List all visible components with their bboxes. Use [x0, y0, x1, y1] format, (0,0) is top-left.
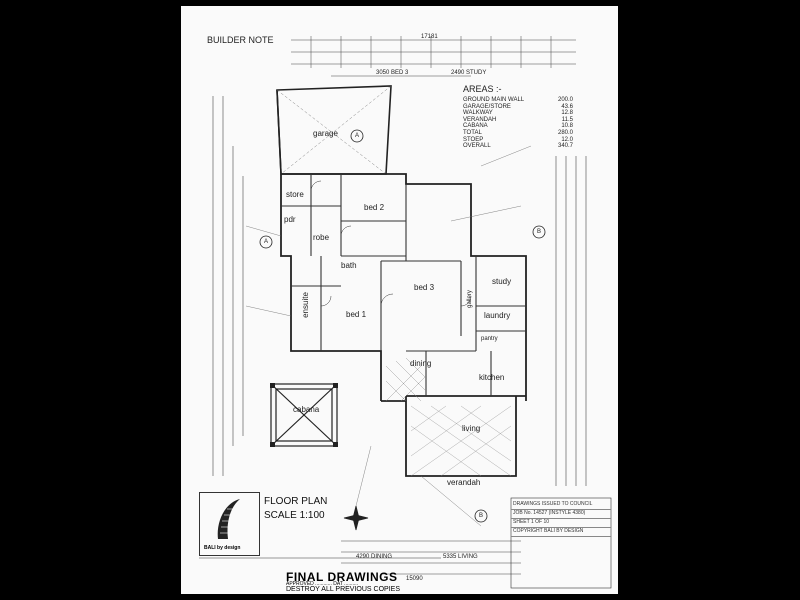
- dim-bottom-total: 15090: [406, 576, 423, 582]
- logo-name: BALI by design: [204, 545, 241, 551]
- section-marker: A: [264, 239, 269, 245]
- floor-plan-scale: SCALE 1:100: [264, 510, 325, 521]
- copyright-note: COPYRIGHT BALI BY DESIGN: [511, 528, 611, 537]
- room-verandah: verandah: [447, 478, 481, 487]
- floor-plan-drawing: [199, 36, 612, 589]
- areas-title: AREAS :-: [463, 84, 502, 94]
- room-bed1: bed 1: [346, 310, 367, 319]
- logo-mark: [217, 499, 240, 539]
- title-block: DRAWINGS ISSUED TO COUNCIL JOB No. 14527…: [511, 501, 611, 537]
- dim-top-a: 3050 BED 3: [376, 70, 409, 76]
- section-marker: B: [479, 513, 484, 519]
- room-garage: garage: [313, 129, 338, 138]
- company-logo: BALI by design: [199, 492, 260, 556]
- dim-top-total: 17181: [421, 34, 438, 40]
- room-dining: dining: [410, 359, 432, 368]
- approved-line: APPROVED ............ DAT ..........: [286, 581, 359, 587]
- sheet-number: SHEET 1 OF 10: [511, 519, 611, 528]
- room-laundry: laundry: [484, 311, 511, 320]
- room-living: living: [462, 424, 481, 433]
- section-marker: A: [355, 133, 360, 139]
- drawing-sheet: BUILDER NOTE 17181 3050 BED 3 2490 STUDY…: [181, 6, 618, 594]
- room-bath: bath: [341, 261, 357, 270]
- final-drawings-stamp: FINAL DRAWINGS: [286, 570, 398, 584]
- dim-bottom-b: 5335 LIVING: [443, 554, 478, 560]
- room-gallery: gallery: [466, 290, 473, 308]
- job-number: JOB No. 14527 (INSTYLE 4380): [511, 510, 611, 519]
- issued-note: DRAWINGS ISSUED TO COUNCIL: [511, 501, 611, 510]
- dim-top-b: 2490 STUDY: [451, 70, 487, 76]
- room-ensuite: ensuite: [300, 292, 310, 318]
- room-pdr: pdr: [284, 215, 296, 224]
- builder-note: BUILDER NOTE: [207, 35, 274, 45]
- room-kitchen: kitchen: [479, 373, 505, 382]
- room-study: study: [492, 277, 512, 286]
- room-cabana: cabana: [293, 405, 320, 414]
- room-robe: robe: [313, 233, 330, 242]
- room-bed3: bed 3: [414, 283, 435, 292]
- dim-bottom-a: 4290 DINING: [356, 554, 393, 560]
- destroy-notice: DESTROY ALL PREVIOUS COPIES: [286, 586, 400, 593]
- section-marker: B: [537, 229, 542, 235]
- floor-plan-title: FLOOR PLAN: [264, 496, 328, 507]
- room-bed2: bed 2: [364, 203, 385, 212]
- room-pantry: pantry: [481, 336, 498, 342]
- room-store: store: [286, 190, 304, 199]
- north-arrow: [343, 505, 369, 531]
